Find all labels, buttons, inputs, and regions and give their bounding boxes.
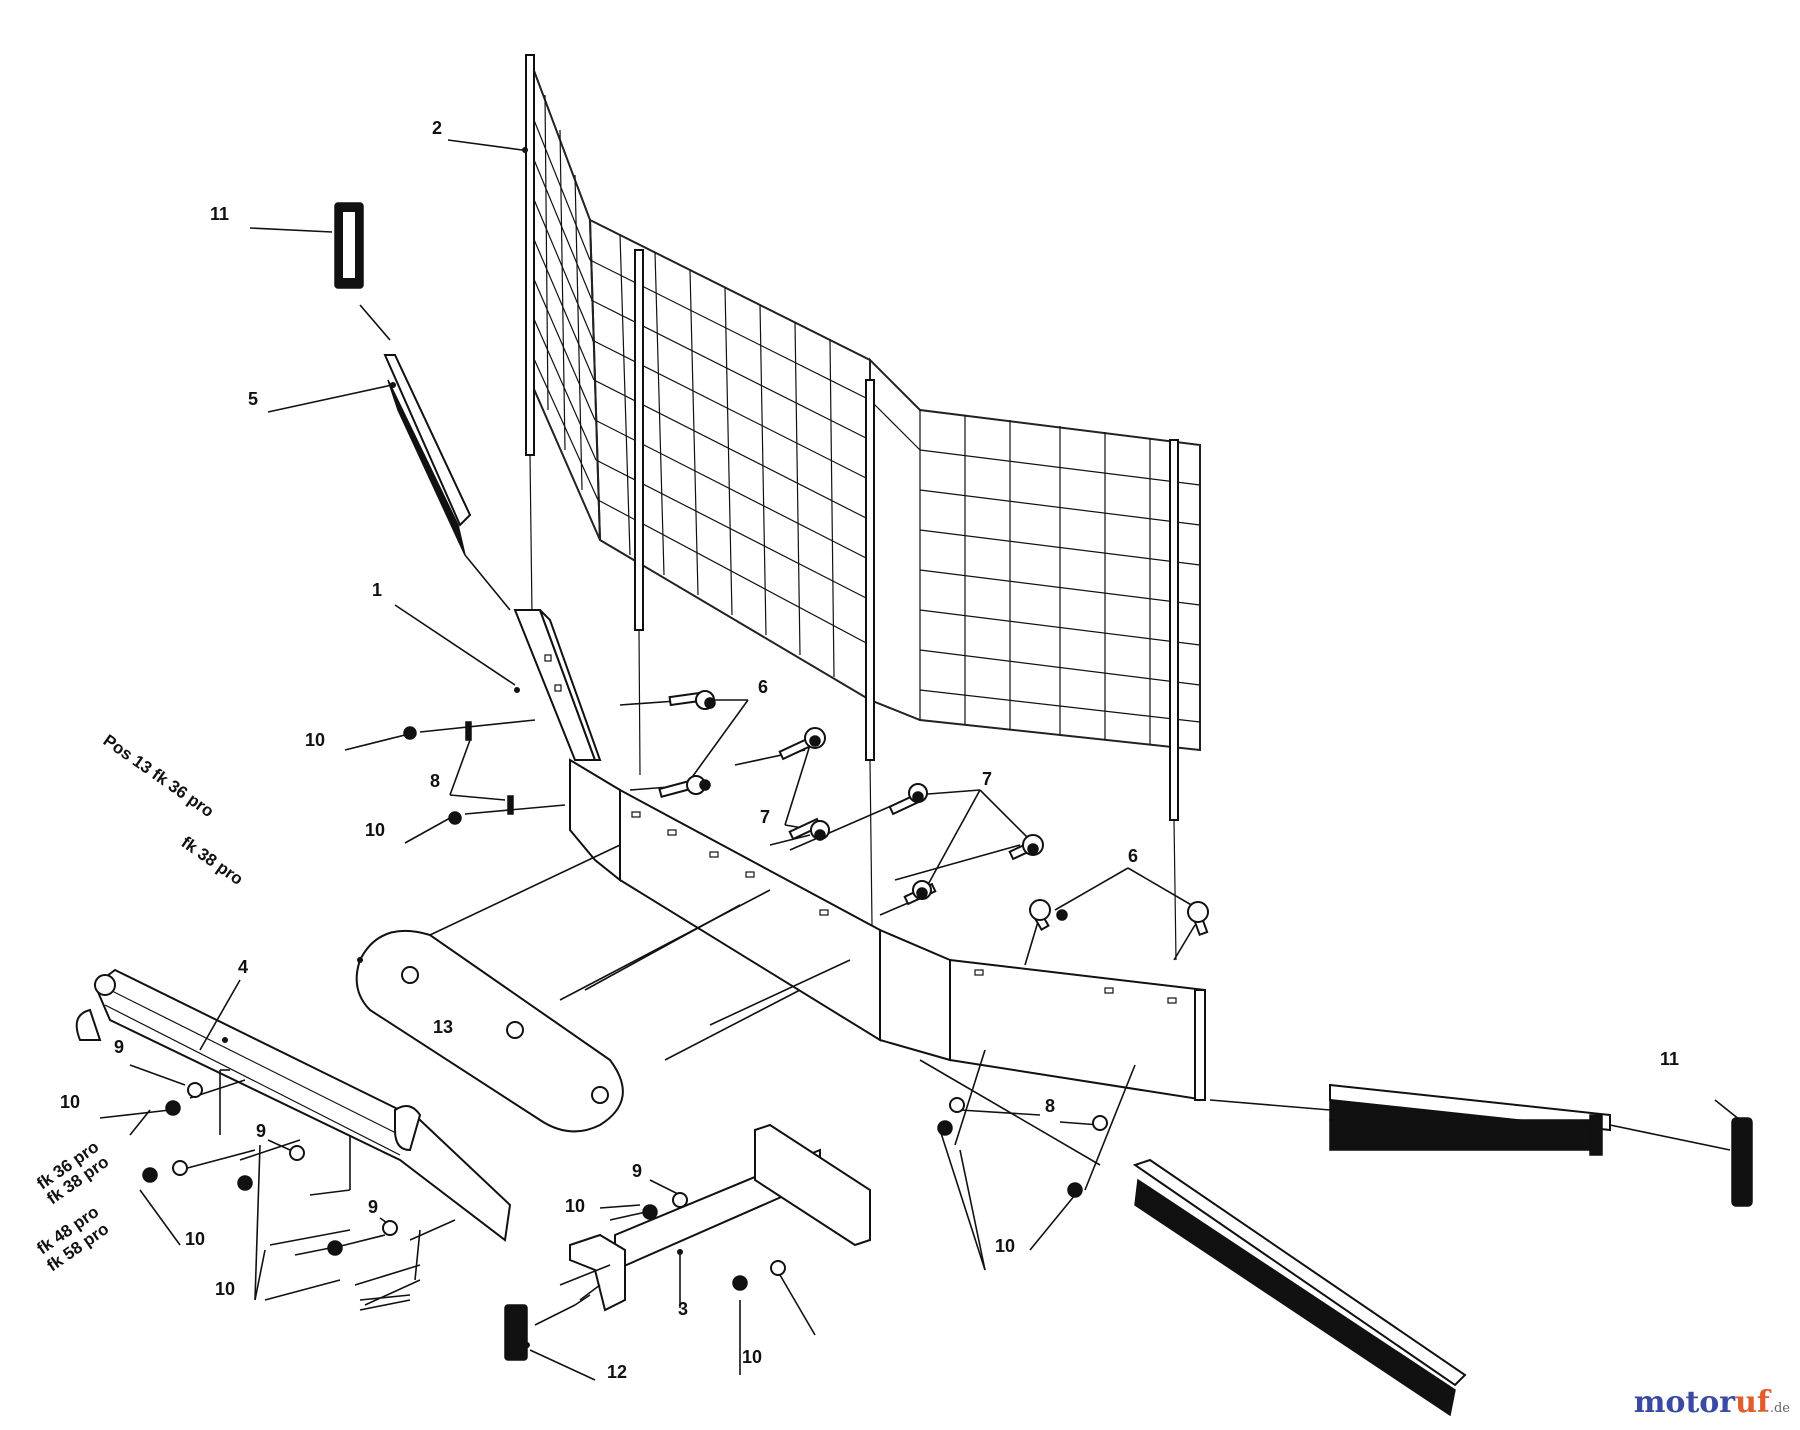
drop-lines — [529, 454, 1177, 961]
brush-strip-right — [1329, 1083, 1611, 1156]
hardware — [142, 147, 1209, 1348]
callout-10-mid: 10 — [365, 820, 385, 840]
watermark-tld: .de — [1769, 1401, 1790, 1416]
end-cap-upper-left — [334, 202, 364, 289]
end-cap-lower — [504, 1304, 528, 1361]
callout-10-bottom-left: 10 — [215, 1279, 235, 1299]
bolt — [658, 775, 706, 798]
callout-10-upper: 10 — [305, 730, 325, 750]
brush-strip-upper-left — [383, 354, 472, 556]
callout-9-low: 9 — [368, 1197, 378, 1217]
callout-12: 12 — [607, 1362, 627, 1382]
bolt — [668, 690, 715, 710]
callout-10-left: 10 — [60, 1092, 80, 1112]
callout-10-left-low: 10 — [185, 1229, 205, 1249]
cover-plate — [355, 929, 624, 1133]
callout-9-left: 9 — [114, 1037, 124, 1057]
callout-11-top: 11 — [210, 204, 229, 224]
callout-6-right: 6 — [1128, 846, 1138, 866]
grid-panel — [525, 54, 1201, 821]
watermark-logo: motoruf.de — [1634, 1385, 1790, 1420]
callout-1: 1 — [372, 580, 382, 600]
end-cap-right — [1731, 1117, 1753, 1207]
callout-10-bracket: 10 — [565, 1196, 585, 1216]
callout-numbers: 1 2 3 4 5 6 6 7 7 8 8 9 9 9 9 10 10 10 1… — [60, 118, 1679, 1382]
callout-3: 3 — [678, 1299, 688, 1319]
callout-4: 4 — [238, 957, 248, 977]
brush-strip-lower-right — [1132, 1158, 1467, 1417]
callout-11-right: 11 — [1660, 1049, 1679, 1069]
pos13-label-line1: Pos 13 fk 36 pro — [100, 731, 218, 821]
callout-13: 13 — [433, 1017, 453, 1037]
bolt — [1029, 899, 1051, 932]
callout-2: 2 — [432, 118, 442, 138]
bolt — [1187, 901, 1209, 937]
mount-bracket — [569, 1123, 871, 1312]
callout-9-mid: 9 — [256, 1121, 266, 1141]
callout-8-upper: 8 — [430, 771, 440, 791]
callout-7-right: 7 — [982, 769, 992, 789]
arm — [75, 968, 512, 1242]
watermark-main: motor — [1633, 1385, 1736, 1420]
callout-10-lower-right: 10 — [995, 1236, 1015, 1256]
callout-8-lower: 8 — [1045, 1096, 1055, 1116]
callout-7-left: 7 — [760, 807, 770, 827]
callout-10-bottom: 10 — [742, 1347, 762, 1367]
pos13-label-line2: fk 38 pro — [178, 833, 247, 889]
callout-5: 5 — [248, 389, 258, 409]
leader-lines — [99, 139, 1741, 1381]
watermark-accent: uf — [1735, 1385, 1770, 1420]
callout-9-bracket: 9 — [632, 1161, 642, 1181]
main-frame — [513, 609, 1206, 1102]
callout-6-left: 6 — [758, 677, 768, 697]
